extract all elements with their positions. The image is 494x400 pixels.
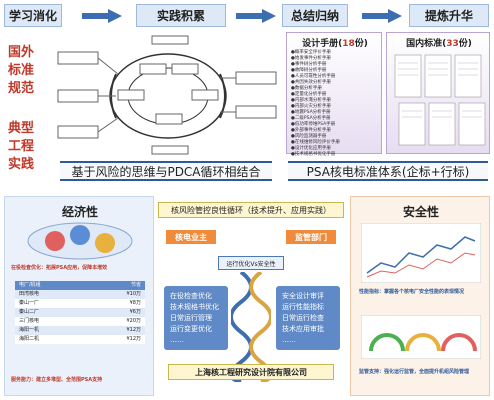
stage-practice: 实践积累 (136, 4, 226, 27)
stage-summarize: 总结归纳 (282, 4, 348, 27)
economy-table: 电厂/机组节省 田湾核电 ¥10万秦山一厂 ¥8万秦山二厂 ¥6万三门核电 ¥20万海阳… (15, 281, 145, 344)
economy-note: 在役检查优化：拓展PSA应用，促降本增效 (11, 265, 108, 271)
stage-learn: 学习消化 (4, 4, 62, 27)
center-list-item: 安全设计审评 (282, 292, 324, 300)
table-row: 海阳二机 ¥12万 (15, 335, 145, 344)
manual-item: ●内部火灾分析手册 (291, 104, 331, 109)
manual-item: ●共因失效分析手册 (291, 80, 331, 85)
economy-title: 经济性 (61, 205, 98, 219)
center-middle-label: 运行优化Vs安全性 (218, 256, 284, 270)
table-cell-plant: 海阳二机 (19, 336, 40, 342)
table-row: 田湾核电 ¥10万 (15, 290, 145, 299)
arrow-right-icon (236, 9, 276, 23)
table-cell-plant: 海阳一机 (19, 327, 40, 333)
manual-item: ●二级PSA分析手册 (291, 116, 331, 121)
arrow-right-icon (82, 9, 122, 23)
table-cell-plant: 田湾核电 (19, 291, 40, 297)
manual-item: ●人员可靠性分析手册 (291, 74, 336, 79)
safety-title: 安全性 (402, 205, 439, 219)
manual-item: ●技术规格书优化手册 (291, 152, 336, 157)
table-row: 秦山二厂 ¥6万 (15, 308, 145, 317)
design-manual-title: 设计手册(18份) (302, 39, 368, 49)
table-cell-plant: 三门核电 (19, 318, 40, 324)
safety-card: 安全性 性能指标：掌握各个核电厂安全性能的表现情况 监管支持：强化运行监管，全面… (350, 196, 490, 396)
typical-practice-label: 典型工程实践 (8, 121, 35, 172)
center-list-item: 日常运行检查 (282, 314, 324, 322)
center-card: 核风险管控良性循环（技术提升、应用实践） 核电业主 监管部门 运行优化Vs安全性… (158, 198, 344, 384)
economy-bubbles-graphic (27, 222, 133, 260)
standards-documents-graphic (394, 54, 486, 146)
manual-item: ●在线维修风险评价手册 (291, 140, 340, 145)
center-list-item: 运行变更优化 (170, 325, 212, 333)
owner-items-box: 在役检查优化技术规格书优化日常运行管理运行变更优化 …… (164, 286, 228, 350)
economy-card: 经济性 在役检查优化：拓展PSA应用，促降本增效 电厂/机组节省 田湾核电 ¥10… (4, 196, 154, 396)
pdca-caption: 基于风险的思维与PDCA循环相结合 (60, 161, 272, 181)
pdca-cycle-graphic (57, 35, 277, 155)
table-cell-saving: ¥10万 (126, 291, 141, 297)
stage-refine: 提炼升华 (409, 4, 489, 27)
table-cell-saving: ¥20万 (126, 318, 141, 324)
table-row: 秦山一厂 ¥8万 (15, 299, 145, 308)
manual-item: ●地震PSA分析手册 (291, 110, 331, 115)
owner-label-right: 监管部门 (286, 230, 336, 244)
economy-table-header: 电厂/机组节省 (15, 281, 145, 290)
manual-item: ●概率安全评价手册 (291, 50, 331, 55)
center-list-item: 日常运行管理 (170, 314, 212, 322)
safety-gauges-graphic (361, 315, 481, 359)
arrow-right-icon (362, 9, 402, 23)
pdca-diagram (56, 34, 278, 158)
regulator-items-box: 安全设计审评运行性能指标日常运行检查技术应用审批 …… (276, 286, 340, 350)
table-row: 海阳一机 ¥12万 (15, 326, 145, 335)
domestic-standards-title: 国内标准(33份) (406, 39, 472, 49)
table-cell-plant: 秦山一厂 (19, 300, 40, 306)
center-list-item: 在役检查优化 (170, 292, 212, 300)
manual-item: ●定量化分析手册 (291, 92, 327, 97)
center-list-item: …… (170, 336, 184, 344)
foreign-standards-label: 国外标准规范 (8, 45, 35, 96)
center-list-item: 运行性能指标 (282, 303, 324, 311)
center-list-item: 技术应用审批 (282, 325, 324, 333)
manual-item: ●始发事件分析手册 (291, 56, 331, 61)
economy-service: 服务能力：建立多堆型、全范围PSA支持 (11, 377, 103, 383)
table-cell-plant: 秦山二厂 (19, 309, 40, 315)
table-cell-saving: ¥8万 (129, 300, 141, 306)
center-footer: 上海核工程研究设计院有限公司 (168, 364, 334, 380)
domestic-standards-panel: 国内标准(33份) (386, 32, 490, 154)
manual-item: ●低功率停堆PSA手册 (291, 122, 336, 127)
safety-performance: 性能指标：掌握各个核电厂安全性能的表现情况 (359, 289, 465, 295)
safety-chart-graphic (361, 223, 481, 283)
manual-item: ●外部事件分析手册 (291, 128, 331, 133)
psa-caption: PSA核电标准体系(企标+行标) (288, 161, 488, 181)
manual-item: ●事件树分析手册 (291, 62, 327, 67)
safety-supervise: 监管支持：强化运行监管，全面提升机组风险管理 (359, 369, 470, 375)
table-cell-saving: ¥6万 (129, 309, 141, 315)
manual-item: ●设计优化应用手册 (291, 146, 331, 151)
table-cell-saving: ¥12万 (126, 327, 141, 333)
table-cell-saving: ¥12万 (126, 336, 141, 342)
manual-item: ●内部水淹分析手册 (291, 98, 331, 103)
center-list-item: 技术规格书优化 (170, 303, 219, 311)
design-manual-panel: 设计手册(18份) ●概率安全评价手册●始发事件分析手册●事件树分析手册●故障树… (286, 32, 382, 157)
manual-item: ●故障树分析手册 (291, 68, 327, 73)
center-header: 核风险管控良性循环（技术提升、应用实践） (158, 202, 344, 218)
manual-item: ●数据分析手册 (291, 86, 322, 91)
owner-label-left: 核电业主 (166, 230, 216, 244)
center-list-item: …… (282, 336, 296, 344)
manual-item: ●风险监测器手册 (291, 134, 327, 139)
design-manual-list: ●概率安全评价手册●始发事件分析手册●事件树分析手册●故障树分析手册●人员可靠性… (291, 50, 381, 158)
table-row: 三门核电 ¥20万 (15, 317, 145, 326)
